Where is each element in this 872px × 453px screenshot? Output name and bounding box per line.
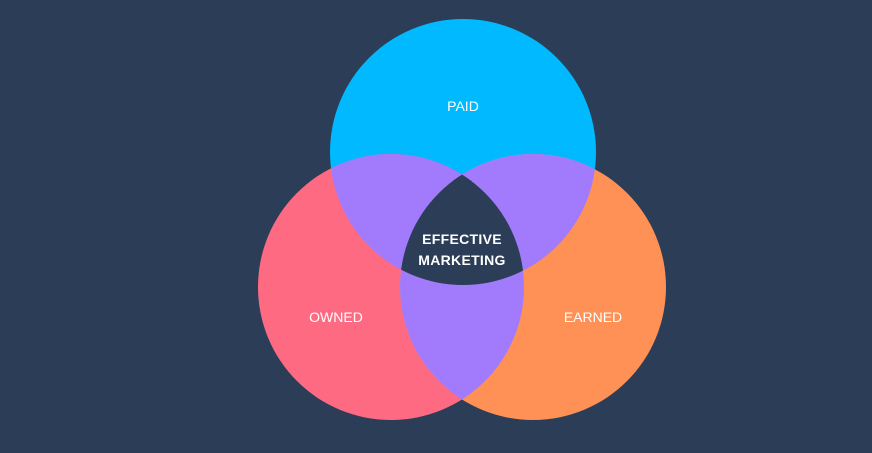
center-label-line2: MARKETING bbox=[418, 252, 505, 268]
earned-label: EARNED bbox=[564, 309, 622, 325]
center-label-line1: EFFECTIVE bbox=[422, 231, 502, 247]
paid-label: PAID bbox=[447, 98, 479, 114]
owned-label: OWNED bbox=[309, 309, 363, 325]
triple-overlap bbox=[400, 154, 524, 285]
